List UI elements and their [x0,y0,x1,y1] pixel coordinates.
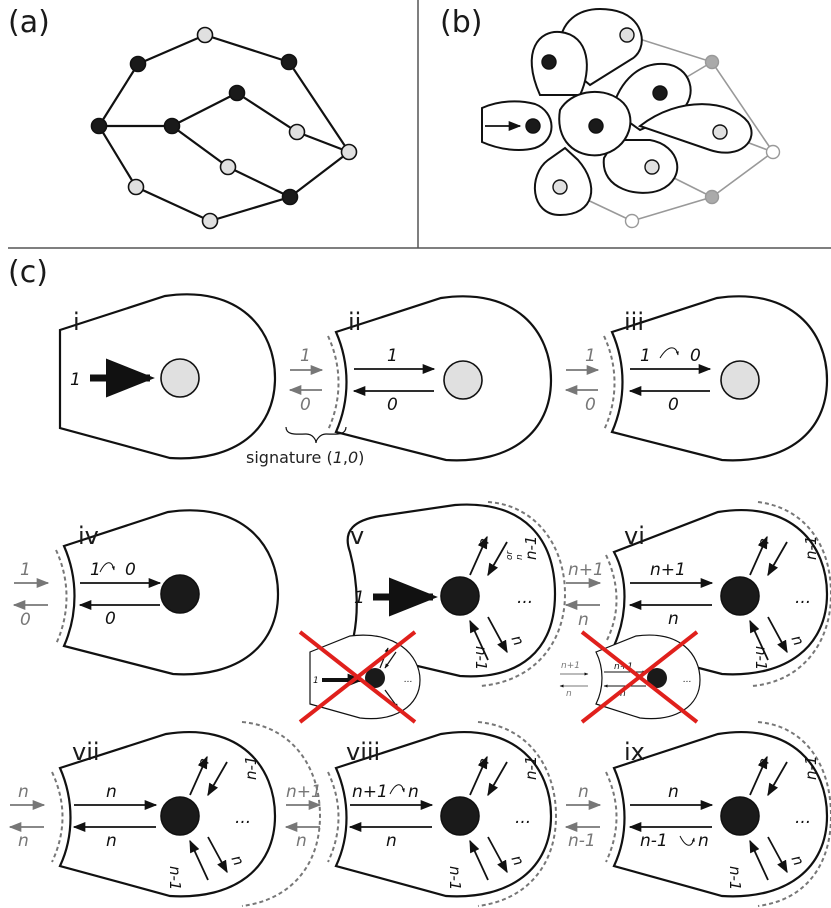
panel-viii: viii n+1 n n n+1 n n n-1 n n-1 ... [284,721,558,907]
i-in-label: 1 [70,370,81,390]
iii-in2-label: 0 [690,346,701,366]
panel-ix: ix n n-1 n n n-1 n n-1 n n-1 ... [564,721,831,907]
label-v: v [350,522,364,550]
v-dots: ... [517,588,533,608]
panel-label-c: (c) [8,255,48,290]
v-n-or-top: n [515,554,525,560]
ii-out-label: 0 [387,395,398,415]
ii-sig-in: 1 [300,346,311,366]
viii-nm1-top: n-1 [522,756,540,780]
ii-in-label: 1 [387,346,398,366]
vii-sig-out: n [18,831,29,851]
ix-dots: ... [795,808,811,828]
teardrop-nodes [525,27,728,195]
panel-vii: vii n n n n n n-1 n n-1 ... [8,721,322,907]
panel-v: v 1 n n or n-1 n n-1 ... 1 ... [298,501,567,724]
viii-sig-out: n [296,831,307,851]
svg-text:...: ... [683,675,692,685]
iv-sig-out: 0 [20,610,31,630]
vi-out-label: n [668,609,679,629]
vii-nm1-bot: n-1 [166,866,184,890]
vii-sig-in: n [18,782,29,802]
graph-b-gray-nodes [624,54,781,229]
svg-text:...: ... [404,675,413,685]
vi-nm1-bot: n-1 [752,646,770,670]
iv-in-label: 1 [90,560,101,580]
svg-text:n: n [566,689,572,699]
ix-nm1-bot: n-1 [726,866,744,890]
viii-dots: ... [515,808,531,828]
panel-label-a: (a) [8,5,50,40]
svg-text:n+1: n+1 [561,661,580,671]
v-nm1-bot: n-1 [472,646,490,670]
panel-vi: vi n+1 n n+1 n n n-1 n n-1 ... n+1 n n+1… [559,501,831,724]
svg-text:n: n [620,689,626,699]
ix-sig-in: n [578,782,589,802]
iii-sig-out: 0 [585,395,596,415]
iv-sig-in: 1 [20,560,31,580]
v-invalid-case: 1 ... [298,630,421,724]
iv-in2-label: 0 [125,560,136,580]
iv-out-label: 0 [105,609,116,629]
ix-out2-label: n [698,831,709,851]
label-iv: iv [78,522,99,550]
label-vii: vii [72,738,100,766]
label-i: i [73,308,80,336]
vii-nm1-top: n-1 [242,756,260,780]
vii-in-label: n [106,782,117,802]
vi-sig-out: n [578,610,589,630]
v-nm1-top: n-1 [522,536,540,560]
v-or-top: or [505,549,515,560]
iii-sig-in: 1 [585,346,596,366]
panel-label-b: (b) [440,5,482,40]
ii-sig-out: 0 [300,395,311,415]
vii-dots: ... [235,808,251,828]
panel-iv: iv 1 0 0 1 0 [12,509,280,676]
vi-nm1-top: n-1 [802,536,820,560]
label-viii: viii [346,738,380,766]
panel-iii: iii 1 0 0 1 0 [564,295,829,462]
vi-invalid-case: n+1 n n+1 n ... [559,630,701,724]
ix-nm1-top: n-1 [802,756,820,780]
graph-a-nodes [90,26,358,230]
label-ix: ix [624,738,645,766]
panel-ii: ii 1 0 1 0 signature (1,0) [246,295,553,467]
vi-sig-in: n+1 [568,560,604,580]
ix-in-label: n [668,782,679,802]
teardrop-tree [481,8,753,217]
vi-in-label: n+1 [650,560,686,580]
vii-out-label: n [106,831,117,851]
viii-out-label: n [386,831,397,851]
svg-text:1: 1 [313,676,319,686]
viii-in2-label: n [408,782,419,802]
signature-caption: signature (1,0) [246,448,364,467]
vi-dots: ... [795,588,811,608]
viii-sig-in: n+1 [286,782,322,802]
viii-in-label: n+1 [352,782,388,802]
label-ii: ii [348,308,361,336]
iii-in-label: 1 [640,346,651,366]
label-vi: vi [624,522,645,550]
ix-out-label: n-1 [640,831,668,851]
viii-nm1-bot: n-1 [446,866,464,890]
ix-sig-out: n-1 [568,831,596,851]
v-in-label: 1 [354,588,365,608]
panel-i: i 1 [58,293,277,460]
iii-out-label: 0 [668,395,679,415]
label-iii: iii [624,308,644,336]
